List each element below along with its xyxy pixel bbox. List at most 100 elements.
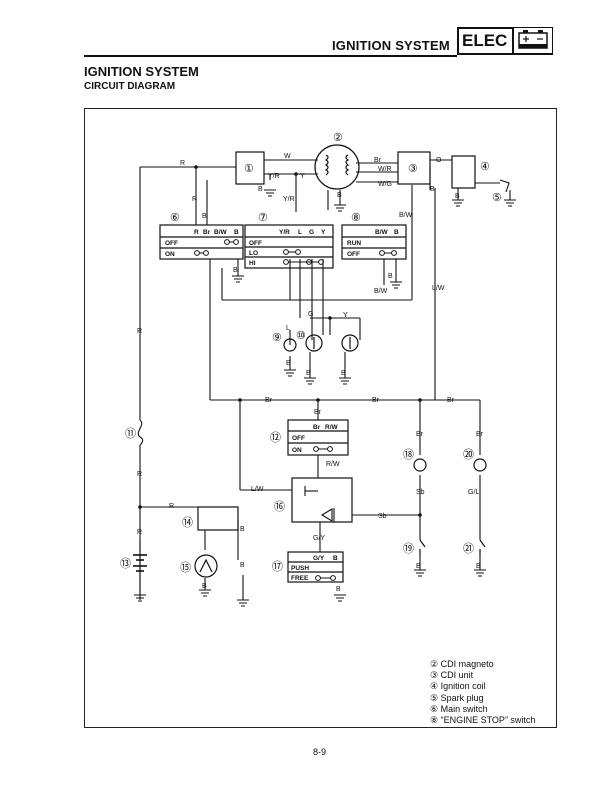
main-col-br: Br	[203, 229, 211, 236]
wire-label-r4: R	[137, 471, 142, 478]
label-n15: ⑮	[180, 561, 191, 574]
elec-badge	[457, 27, 553, 55]
elec-badge-label: ELEC	[462, 31, 508, 50]
stop-switch-table	[341, 224, 407, 260]
s17-row-free: FREE	[291, 575, 309, 582]
s12-row-on: ON	[292, 447, 302, 454]
wire-label-b6: B	[233, 267, 238, 274]
battery-icon	[512, 28, 552, 53]
diagram-frame	[84, 108, 557, 728]
wire-label-rw: R/W	[326, 461, 340, 468]
page-number: 8-9	[313, 747, 327, 757]
label-n13: ⑬	[120, 557, 131, 570]
stop-row-run: RUN	[347, 240, 361, 247]
lamp-18-icon	[413, 458, 427, 472]
header-rule	[84, 55, 457, 57]
wire-label-sb2: Sb	[416, 489, 425, 496]
diode-icon	[304, 486, 335, 522]
wire-label-g: G	[308, 311, 313, 318]
starter-motor-icon	[194, 554, 218, 578]
legend-item: ③ CDI unit	[430, 670, 474, 681]
main-switch-table	[159, 224, 244, 260]
wire-label-b7: B	[388, 273, 393, 280]
wire-label-b10: B	[341, 370, 346, 377]
label-n20: ⑳	[463, 448, 474, 461]
ignition-coil-box	[451, 155, 476, 189]
s12-col-br: Br	[313, 424, 321, 431]
main-col-bw: B/W	[214, 229, 228, 236]
wire-label-b3: B	[455, 193, 460, 200]
wire-label-r3: R	[137, 328, 142, 335]
wire-label-b13: B	[202, 583, 207, 590]
lights-row-hi: HI	[249, 260, 256, 267]
legend-item: ⑤ Spark plug	[430, 692, 484, 703]
wire-label-b5: B	[202, 213, 207, 220]
wire-label-br3: Br	[372, 397, 380, 404]
label-n18: ⑱	[403, 448, 414, 461]
s17-col-b: B	[333, 555, 338, 562]
unit-16-box	[291, 477, 353, 523]
lamp-9-icon	[283, 338, 297, 352]
wire-label-bw2: B/W	[374, 288, 388, 295]
legend-item: ④ Ignition coil	[430, 681, 486, 692]
label-n4: ④	[480, 161, 490, 173]
lights-row-lo: LO	[249, 250, 258, 257]
label-n2: ②	[333, 132, 343, 144]
wire-label-br7: Br	[476, 431, 484, 438]
wire-label-r2: R	[192, 196, 197, 203]
wire-label-br1: Br	[374, 157, 382, 164]
label-n19: ⑲	[403, 542, 414, 555]
wire-label-b11: B	[240, 526, 245, 533]
wire-label-wg: W/G	[378, 181, 392, 188]
wire-label-o: O	[436, 157, 442, 164]
wire-label-br4: Br	[447, 397, 455, 404]
label-n1: ①	[244, 163, 254, 175]
s17-row-push: PUSH	[291, 565, 309, 572]
wire-label-r5: R	[169, 503, 174, 510]
lights-col-l: L	[298, 229, 302, 236]
label-n14: ⑭	[182, 516, 193, 529]
wire-label-gl: G/L	[468, 489, 479, 496]
switch-19-icon	[419, 539, 426, 555]
wire-label-yr1: Y/R	[268, 173, 280, 180]
label-n21: ㉑	[463, 542, 474, 555]
legend-item: ② CDI magneto	[430, 659, 494, 669]
label-n5: ⑤	[492, 192, 502, 204]
lights-row-off: OFF	[249, 240, 262, 247]
label-n8: ⑧	[351, 212, 361, 224]
wire-label-w: W	[284, 153, 291, 160]
wire-label-yr2: Y/R	[283, 196, 295, 203]
wire-label-b16: B	[336, 586, 341, 593]
wire-label-lw2: L/W	[251, 486, 264, 493]
lamp-10b-icon	[341, 334, 359, 352]
main-row-off: OFF	[165, 240, 178, 247]
legend-item: ⑧ “ENGINE STOP” switch	[430, 715, 536, 726]
cdi-magneto-icon	[314, 144, 360, 190]
wire-label-b15: B	[476, 563, 481, 570]
switch-21-icon	[479, 539, 486, 555]
lights-col-y: Y	[321, 229, 326, 236]
wire-label-wr: W/R	[378, 166, 392, 173]
switch-17-table	[287, 551, 344, 583]
wire-label-b4: B	[430, 186, 435, 193]
wire-label-r6: R	[137, 529, 142, 536]
main-col-r: R	[194, 229, 199, 236]
wire-label-y2: Y	[343, 312, 348, 319]
label-n11: ⑪	[125, 427, 136, 440]
wire-label-lw1: L/W	[432, 285, 445, 292]
stop-col-b: B	[394, 229, 399, 236]
lights-col-g: G	[309, 229, 314, 236]
label-n7: ⑦	[258, 212, 268, 224]
lamp-20-icon	[473, 458, 487, 472]
battery-13-icon	[133, 554, 147, 572]
ground-icons	[134, 189, 516, 607]
label-n16: ⑯	[274, 500, 285, 513]
wire-label-y1: Y	[300, 173, 305, 180]
lamp-10a-icon	[305, 334, 323, 352]
wire-label-br6: Br	[416, 431, 424, 438]
wire-label-b12: B	[240, 562, 245, 569]
label-n3: ③	[408, 163, 418, 175]
section-title: IGNITION SYSTEM	[84, 64, 199, 79]
legend-item: ⑥ Main switch	[430, 703, 488, 714]
s12-row-off: OFF	[292, 435, 305, 442]
